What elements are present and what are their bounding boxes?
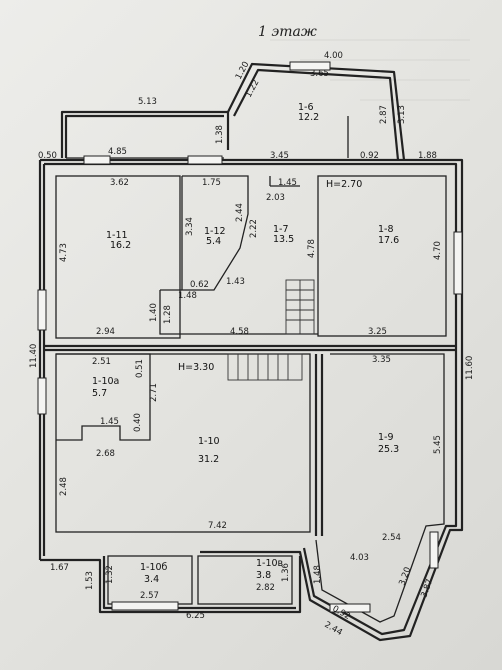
room-id: 1-10в	[256, 558, 284, 569]
dimension: 6.25	[186, 611, 205, 621]
dimension: 1.22	[244, 78, 262, 99]
dimension: 2.82	[256, 583, 275, 593]
dimension: 0.50	[38, 151, 57, 161]
ceiling-height: H=3.30	[178, 362, 214, 373]
outer-walls	[38, 62, 464, 642]
dimension: 5.13	[138, 97, 157, 107]
room-id: 1-7	[273, 224, 289, 235]
dimension: 4.78	[307, 239, 317, 258]
dimension: 4.00	[324, 51, 343, 61]
dimension: 11.60	[465, 356, 475, 380]
dimension: 3.65	[310, 69, 329, 79]
dimension: 5.45	[433, 435, 443, 454]
dimension: 4.73	[59, 243, 69, 262]
dimension: 1.75	[202, 178, 221, 188]
dimension: 1.38	[215, 125, 225, 144]
dimension: 1.88	[418, 151, 437, 161]
dimension: 4.70	[433, 241, 443, 260]
dimension: 11.40	[29, 344, 39, 368]
room-area: 31.2	[198, 454, 219, 465]
dimension: 3.13	[397, 105, 407, 124]
dimension: 2.51	[92, 357, 111, 367]
dimension: 1.48	[313, 565, 323, 584]
floor-title: 1 этаж	[258, 24, 317, 40]
dimension: 2.71	[149, 383, 159, 402]
room-id: 1-8	[378, 224, 394, 235]
room-area: 5.7	[92, 388, 107, 399]
dimension: 0.62	[190, 280, 209, 290]
dimension: 1.53	[85, 571, 95, 590]
dimension: 2.22	[249, 219, 259, 238]
dimension: 1.40	[149, 303, 159, 322]
dimension: 1.67	[50, 563, 69, 573]
dimension: 2.48	[59, 477, 69, 496]
room-id: 1-9	[378, 432, 394, 443]
dimension: 2.87	[379, 105, 389, 124]
room-area: 5.4	[206, 236, 221, 247]
room-area: 12.2	[298, 112, 319, 123]
dimension: 2.03	[266, 193, 285, 203]
room-area: 13.5	[273, 234, 294, 245]
dimension: 2.94	[96, 327, 115, 337]
dimension: 4.58	[230, 327, 249, 337]
room-area: 25.3	[378, 444, 399, 455]
room-id: 1-12	[204, 226, 226, 237]
interior-walls	[44, 116, 456, 623]
stairs	[227, 279, 315, 381]
dimension: 3.25	[368, 327, 387, 337]
dimension: 2.57	[140, 591, 159, 601]
dimension: 2.54	[382, 533, 401, 543]
background-grid	[270, 39, 470, 101]
dimension: 3.20	[397, 566, 413, 587]
dimension: 1.43	[226, 277, 245, 287]
dimension: 2.68	[96, 449, 115, 459]
dimension: 3.45	[270, 151, 289, 161]
room-id: 1-11	[106, 230, 128, 241]
room-area: 3.4	[144, 574, 159, 585]
dimension: 3.87	[419, 578, 435, 599]
room-id: 1-10б	[140, 562, 168, 573]
dimension: 0.92	[360, 151, 379, 161]
room-id: 1-6	[298, 102, 314, 113]
dimension: 0.40	[133, 413, 143, 432]
windows	[37, 61, 463, 613]
dimension-labels: 4.00 3.65 1.20 1.22 5.13 1.38 2.87 3.13 …	[29, 51, 475, 638]
dimension: 0.51	[135, 359, 145, 378]
room-area: 3.8	[256, 570, 271, 581]
room-area: 17.6	[378, 235, 399, 246]
room-area: 16.2	[110, 240, 131, 251]
dimension: 1.28	[163, 305, 173, 324]
dimension: 1.48	[178, 291, 197, 301]
ceiling-height: H=2.70	[326, 179, 362, 190]
dimension: 3.35	[372, 355, 391, 365]
dimension: 3.62	[110, 178, 129, 188]
dimension: 4.85	[108, 147, 127, 157]
dimension: 2.44	[235, 203, 245, 222]
dimension: 1.45	[278, 178, 297, 188]
room-labels: 1-11 16.2 1-12 5.4 1-7 13.5 1-8 17.6 1-6…	[92, 102, 399, 585]
dimension: 7.42	[208, 521, 227, 531]
room-id: 1-10а	[92, 376, 119, 387]
dimension: 3.34	[185, 217, 195, 236]
dimension: 2.44	[323, 620, 344, 638]
dimension: 1.45	[100, 417, 119, 427]
room-id: 1-10	[198, 436, 220, 447]
dimension: 4.03	[350, 553, 369, 563]
dimension: 1.32	[105, 565, 115, 584]
dimension: 1.36	[281, 563, 291, 582]
